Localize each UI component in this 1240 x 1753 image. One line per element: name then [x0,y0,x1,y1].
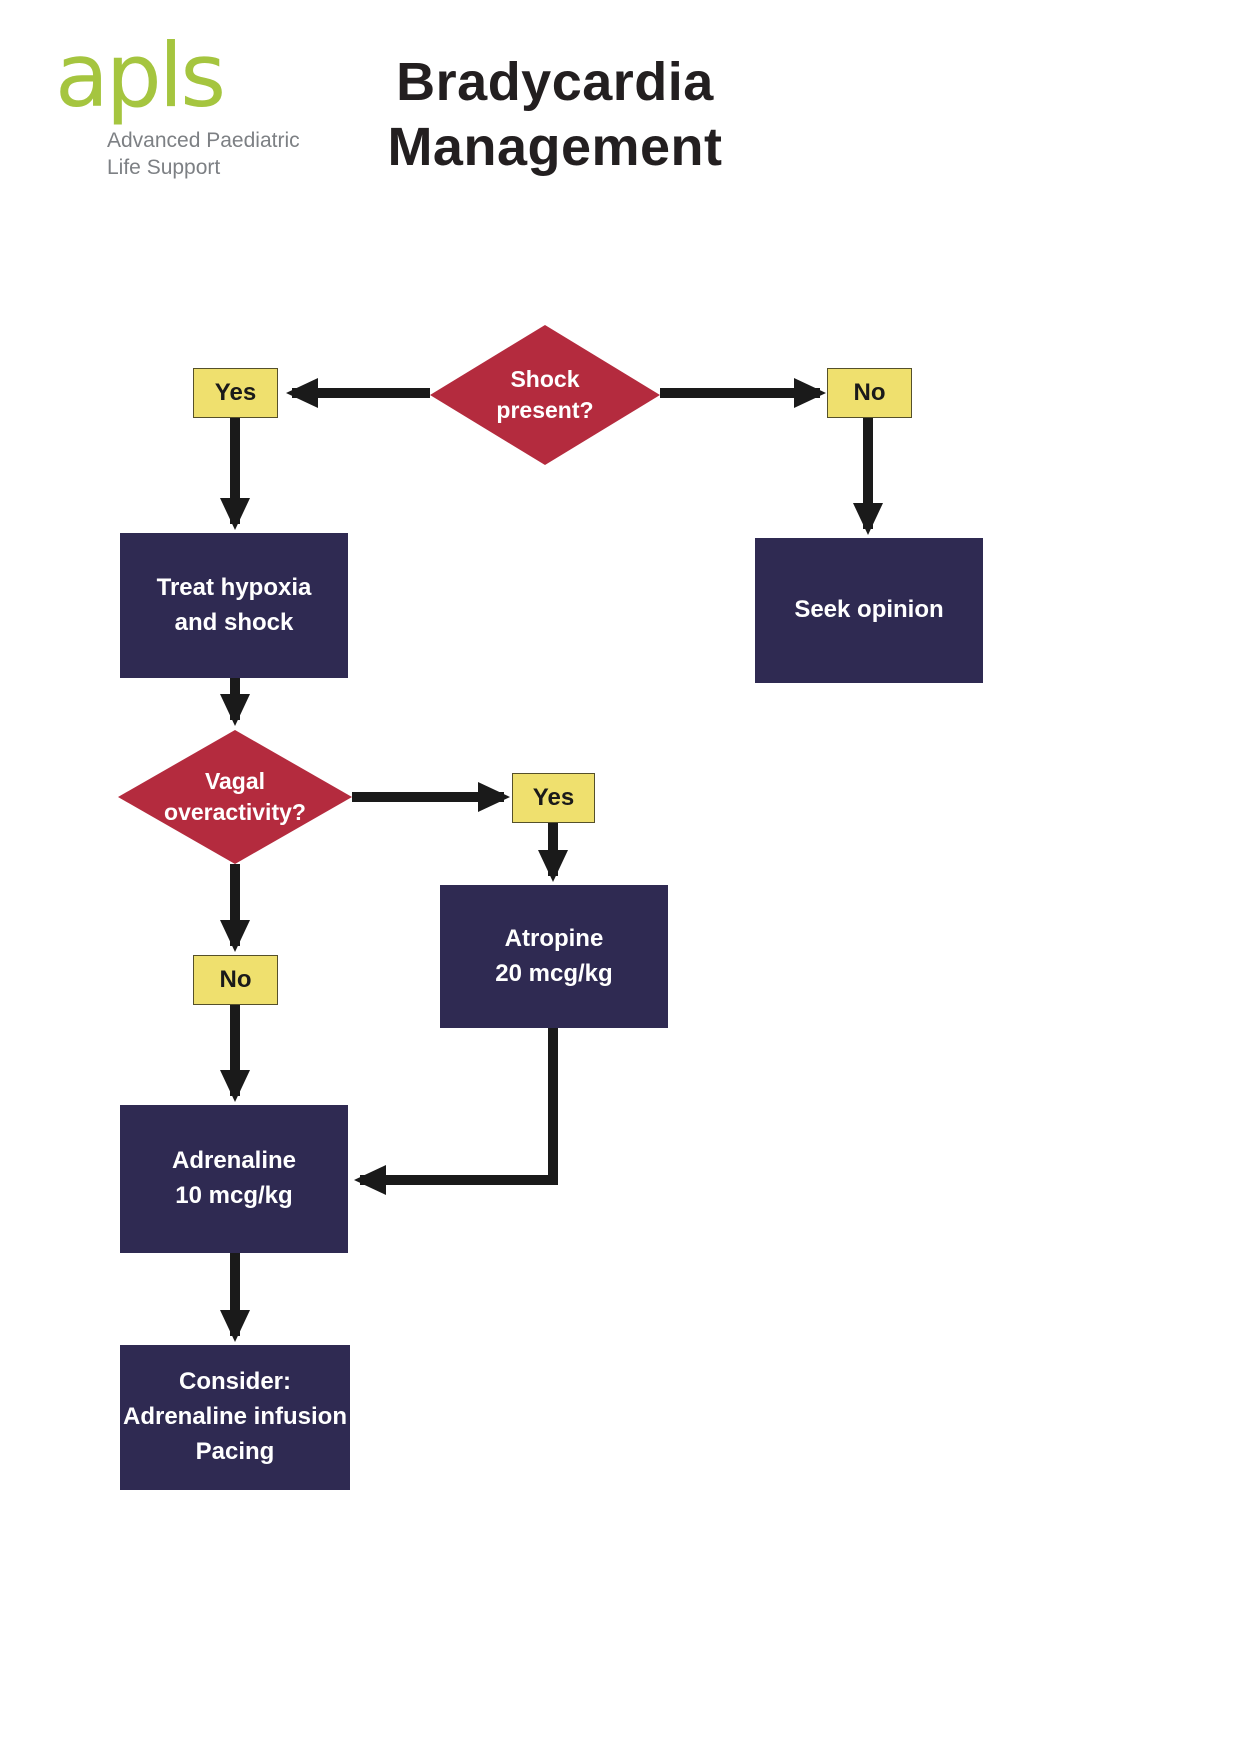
seek-opinion-label: Seek opinion [794,596,944,624]
atropine-box: Atropine 20 mcg/kg [440,885,668,1028]
seek-opinion-box: Seek opinion [755,538,983,683]
arrow-atropine-to-adrenaline [354,1028,558,1195]
label-no-vagal-text: No [219,965,252,993]
label-no-shock-text: No [853,378,886,406]
treat-hypoxia-box: Treat hypoxia and shock [120,533,348,678]
treat-hypoxia-label: Treat hypoxia and shock [156,573,312,636]
apls-logo-text: apls [55,24,226,127]
label-no-vagal: No [193,955,278,1005]
atropine-label: Atropine 20 mcg/kg [495,924,613,987]
label-yes-shock-text: Yes [214,378,257,406]
decision-vagal-overactivity-label: Vagal overactivity? [164,767,306,825]
decision-vagal-overactivity: Vagal overactivity? [118,730,352,864]
adrenaline-label: Adrenaline 10 mcg/kg [171,1147,297,1209]
label-yes-shock: Yes [193,368,278,418]
decision-shock-present-label: Shock present? [496,365,594,423]
apls-logo: apls Advanced Paediatric Life Support [55,24,300,181]
label-yes-vagal: Yes [512,773,595,823]
label-yes-vagal-text: Yes [532,783,575,811]
apls-logo-subtitle: Advanced Paediatric Life Support [107,129,300,179]
consider-box: Consider: Adrenaline infusion Pacing [120,1345,350,1490]
decision-shock-present: Shock present? [430,325,660,465]
label-no-shock: No [827,368,912,418]
adrenaline-box: Adrenaline 10 mcg/kg [120,1105,348,1253]
consider-label: Consider: Adrenaline infusion Pacing [122,1368,347,1465]
page-title: Bradycardia Management [387,52,723,177]
